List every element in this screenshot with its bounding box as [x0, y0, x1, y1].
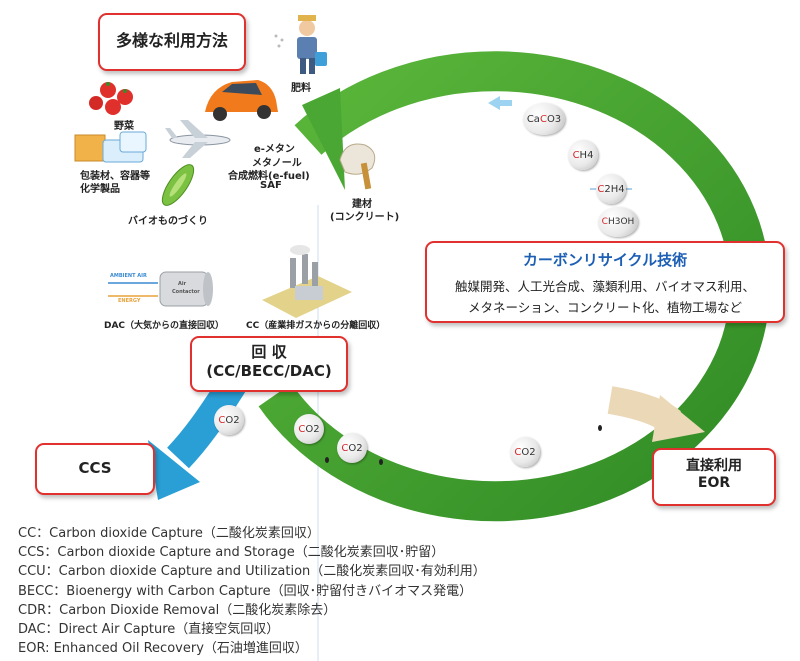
vegetables-label: 野菜	[114, 121, 134, 132]
fuels-label-3: 合成燃料(e-fuel)	[228, 171, 310, 182]
uses-title-box: 多様な利用方法	[98, 13, 246, 71]
dac-machine-icon	[108, 271, 213, 307]
small-arrow	[488, 96, 512, 110]
packaging-label-2: 化学製品	[80, 184, 120, 195]
ccs-arrowhead	[148, 440, 200, 500]
legend-line: CC：Carbon dioxide Capture（二酸化炭素回収）	[18, 526, 320, 541]
airplane-icon	[165, 120, 231, 158]
air-contactor-label-1: Air	[178, 281, 187, 287]
eor-title: 直接利用	[686, 458, 742, 474]
uses-title: 多様な利用方法	[115, 31, 228, 50]
carbon-recycle-line1: 触媒開発、人工光合成、藻類利用、バイオマス利用、	[454, 279, 755, 294]
legend-line: CCS：Carbon dioxide Capture and Storage（二…	[18, 545, 445, 560]
concrete-icon	[339, 143, 376, 190]
eor-arrowhead	[652, 395, 705, 442]
factory-icon	[262, 245, 352, 318]
cc-label: CC（産業排ガスからの分離回収）	[246, 321, 386, 331]
packaging-label-1: 包装材、容器等	[80, 171, 150, 182]
legend-line: CCU：Carbon dioxide Capture and Utilizati…	[18, 564, 486, 579]
energy-label: ENERGY	[118, 298, 141, 304]
ccs-box: CCS	[35, 443, 155, 495]
eor-box: 直接利用 EOR	[652, 448, 776, 506]
fuels-label-1: e-メタン	[254, 144, 295, 155]
ring-dot	[379, 459, 383, 465]
carbon-recycle-box: カーボンリサイクル技術 触媒開発、人工光合成、藻類利用、バイオマス利用、 メタネ…	[425, 241, 785, 323]
ring-dot	[598, 425, 602, 431]
packaging-icon	[74, 131, 147, 163]
dac-label: DAC（大気からの直接回収）	[104, 321, 225, 331]
ccs-label: CCS	[78, 459, 112, 477]
bio-label: バイオものづくり	[128, 216, 208, 227]
fuels-label-4: SAF	[260, 180, 282, 191]
capture-box: 回 収 (CC/BECC/DAC)	[190, 336, 348, 392]
fuels-label-2: メタノール	[252, 158, 302, 169]
capture-subtitle: (CC/BECC/DAC)	[206, 362, 332, 380]
legend-line: DAC：Direct Air Capture（直接空気回収）	[18, 622, 280, 637]
legend-line: EOR: Enhanced Oil Recovery（石油増進回収）	[18, 641, 308, 656]
ring-dot	[325, 457, 329, 463]
carbon-recycle-line2: メタネーション、コンクリート化、植物工場など	[467, 300, 742, 315]
tomato-icon	[89, 82, 133, 115]
capture-title: 回 収	[251, 343, 287, 361]
carbon-recycle-title: カーボンリサイクル技術	[522, 251, 688, 269]
building-label-2: (コンクリート)	[330, 212, 400, 223]
fertilizer-label: 肥料	[291, 83, 311, 94]
bio-icon	[161, 164, 195, 206]
recycle-ring-arrowhead	[302, 88, 345, 190]
building-label-1: 建材	[352, 199, 372, 210]
car-icon	[205, 80, 278, 121]
eor-subtitle: EOR	[697, 475, 731, 491]
ambient-air-label: AMBIENT AIR	[110, 273, 147, 279]
legend-line: BECC：Bioenergy with Carbon Capture（回収･貯留…	[18, 584, 473, 599]
legend-line: CDR：Carbon Dioxide Removal（二酸化炭素除去）	[18, 603, 337, 618]
air-contactor-label-2: Contactor	[172, 289, 200, 295]
farmer-icon	[274, 15, 327, 74]
